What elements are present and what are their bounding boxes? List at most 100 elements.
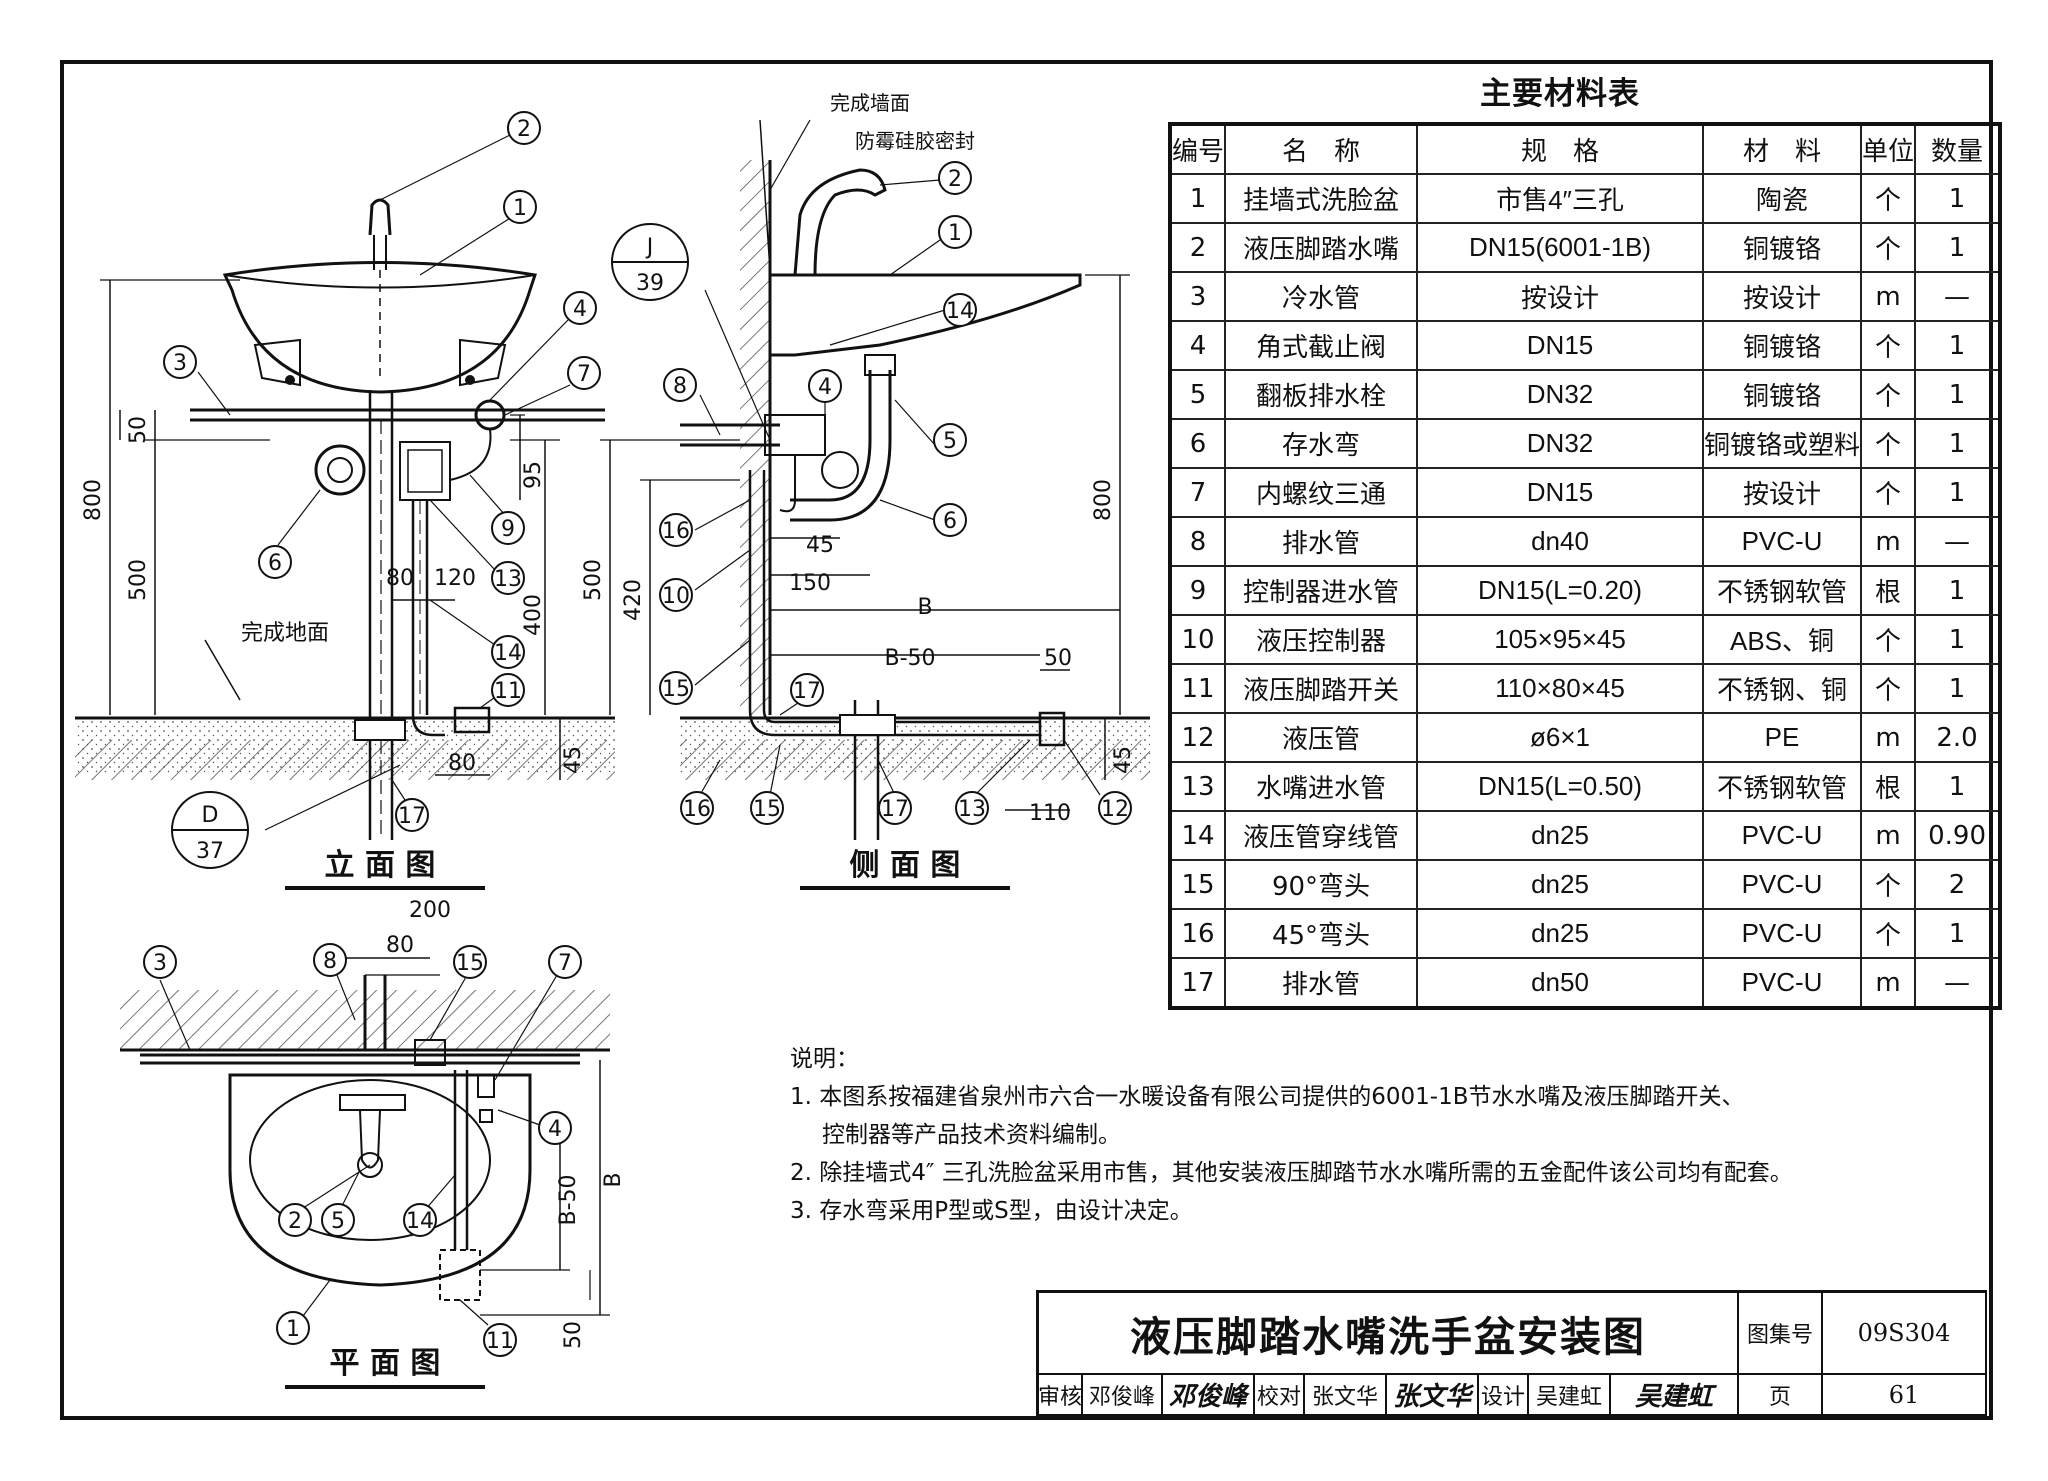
callout-10: 10 <box>662 584 690 609</box>
elevation-view <box>75 134 615 840</box>
design-label: 设计 <box>1479 1375 1529 1416</box>
item-material: PVC-U <box>1702 957 1863 1010</box>
item-qty: — <box>1914 516 2003 567</box>
item-spec: 按设计 <box>1416 271 1705 322</box>
callout-11: 11 <box>494 679 522 704</box>
table-header-row: 编号 名 称 规 格 材 料 单位 数量 <box>1167 122 2003 175</box>
callout-13: 13 <box>494 567 522 592</box>
item-name: 排水管 <box>1224 516 1419 567</box>
item-name: 液压控制器 <box>1224 614 1419 665</box>
dim-45b: 45 <box>1111 746 1136 774</box>
item-spec: DN32 <box>1416 418 1705 469</box>
item-spec: DN15 <box>1416 320 1705 371</box>
item-unit: 个 <box>1860 320 1917 371</box>
seal-label: 防霉硅胶密封 <box>855 129 975 153</box>
note-1-cont: 控制器等产品技术资料编制。 <box>822 1122 1121 1148</box>
item-unit: 个 <box>1860 663 1917 714</box>
header-spec: 规 格 <box>1416 122 1705 175</box>
item-spec: 110×80×45 <box>1416 663 1705 714</box>
item-unit: 个 <box>1860 369 1917 420</box>
checker-signature: 张文华 <box>1387 1375 1479 1416</box>
item-no: 9 <box>1167 565 1227 616</box>
atlas-number: 09S304 <box>1823 1293 1987 1375</box>
callout-1: 1 <box>948 221 962 246</box>
callout-16: 17 <box>793 679 821 704</box>
dim-45: 45 <box>806 533 834 558</box>
item-qty: 1 <box>1914 908 2003 959</box>
callout-3: 3 <box>173 351 187 376</box>
dim-B-50: B-50 <box>884 646 935 671</box>
item-name: 90°弯头 <box>1224 859 1419 910</box>
dim-B-50: B-50 <box>556 1174 581 1225</box>
callout-2: 2 <box>288 1209 302 1234</box>
item-material: PVC-U <box>1702 859 1863 910</box>
item-material: 陶瓷 <box>1702 173 1863 224</box>
item-unit: 个 <box>1860 418 1917 469</box>
page-label: 页 <box>1739 1375 1823 1416</box>
item-spec: 市售4″三孔 <box>1416 173 1705 224</box>
item-qty: 1 <box>1914 614 2003 665</box>
item-qty: — <box>1914 271 2003 322</box>
callout-3: 3 <box>153 951 167 976</box>
item-material: 不锈钢、铜 <box>1702 663 1863 714</box>
dim-B: B <box>601 1172 626 1187</box>
dim-800: 800 <box>1091 479 1116 521</box>
item-qty: 1 <box>1914 369 2003 420</box>
callout-13: 14 <box>946 299 974 324</box>
dim-80: 80 <box>386 566 414 591</box>
callout-7: 7 <box>558 951 572 976</box>
item-spec: DN15 <box>1416 467 1705 518</box>
callout-11: 12 <box>1101 797 1129 822</box>
item-material: 铜镀铬或塑料 <box>1702 418 1863 469</box>
plan-labels: 3 8 15 7 4 2 5 14 1 11 200 80 B-50 B 50 … <box>153 898 626 1381</box>
callout-2: 2 <box>517 117 531 142</box>
header-unit: 单位 <box>1860 122 1917 175</box>
item-no: 17 <box>1167 957 1227 1010</box>
item-unit: m <box>1860 810 1917 861</box>
title-block: 液压脚踏水嘴洗手盆安装图 图集号 09S304 审核 邓俊峰 邓俊峰 校对 张文… <box>1036 1290 1987 1416</box>
callout-14b: 15 <box>753 797 781 822</box>
dim-500: 500 <box>581 559 606 601</box>
item-no: 11 <box>1167 663 1227 714</box>
side-labels: 2 1 14 4 5 6 8 16 10 15 17 16 15 17 13 1… <box>581 91 1136 883</box>
plan-callouts <box>143 943 582 1357</box>
item-material: 不锈钢软管 <box>1702 565 1863 616</box>
item-no: 4 <box>1167 320 1227 371</box>
note-3: 3. 存水弯采用P型或S型，由设计决定。 <box>790 1198 1193 1224</box>
dim-80b: 80 <box>448 751 476 776</box>
item-no: 13 <box>1167 761 1227 812</box>
callout-17: 17 <box>881 797 909 822</box>
item-spec: dn25 <box>1416 859 1705 910</box>
checker-name: 张文华 <box>1305 1375 1387 1416</box>
item-name: 排水管 <box>1224 957 1419 1010</box>
dim-500: 500 <box>126 559 151 601</box>
item-name: 液压管 <box>1224 712 1419 763</box>
item-no: 2 <box>1167 222 1227 273</box>
callout-9: 9 <box>501 517 515 542</box>
item-qty: 1 <box>1914 222 2003 273</box>
callout-5: 5 <box>943 429 957 454</box>
item-qty: 0.90 <box>1914 810 2003 861</box>
dim-110: 110 <box>1029 801 1071 826</box>
drawing-title: 液压脚踏水嘴洗手盆安装图 <box>1039 1293 1739 1375</box>
item-unit: m <box>1860 271 1917 322</box>
item-material: PVC-U <box>1702 810 1863 861</box>
callout-17: 17 <box>398 804 426 829</box>
item-unit: 个 <box>1860 908 1917 959</box>
item-spec: dn50 <box>1416 957 1705 1010</box>
side-title: 侧 面 图 <box>850 848 961 883</box>
dim-B: B <box>917 595 932 620</box>
item-no: 10 <box>1167 614 1227 665</box>
item-spec: DN15(L=0.50) <box>1416 761 1705 812</box>
designer-signature: 吴建虹 <box>1611 1375 1739 1416</box>
item-unit: m <box>1860 516 1917 567</box>
item-material: PE <box>1702 712 1863 763</box>
